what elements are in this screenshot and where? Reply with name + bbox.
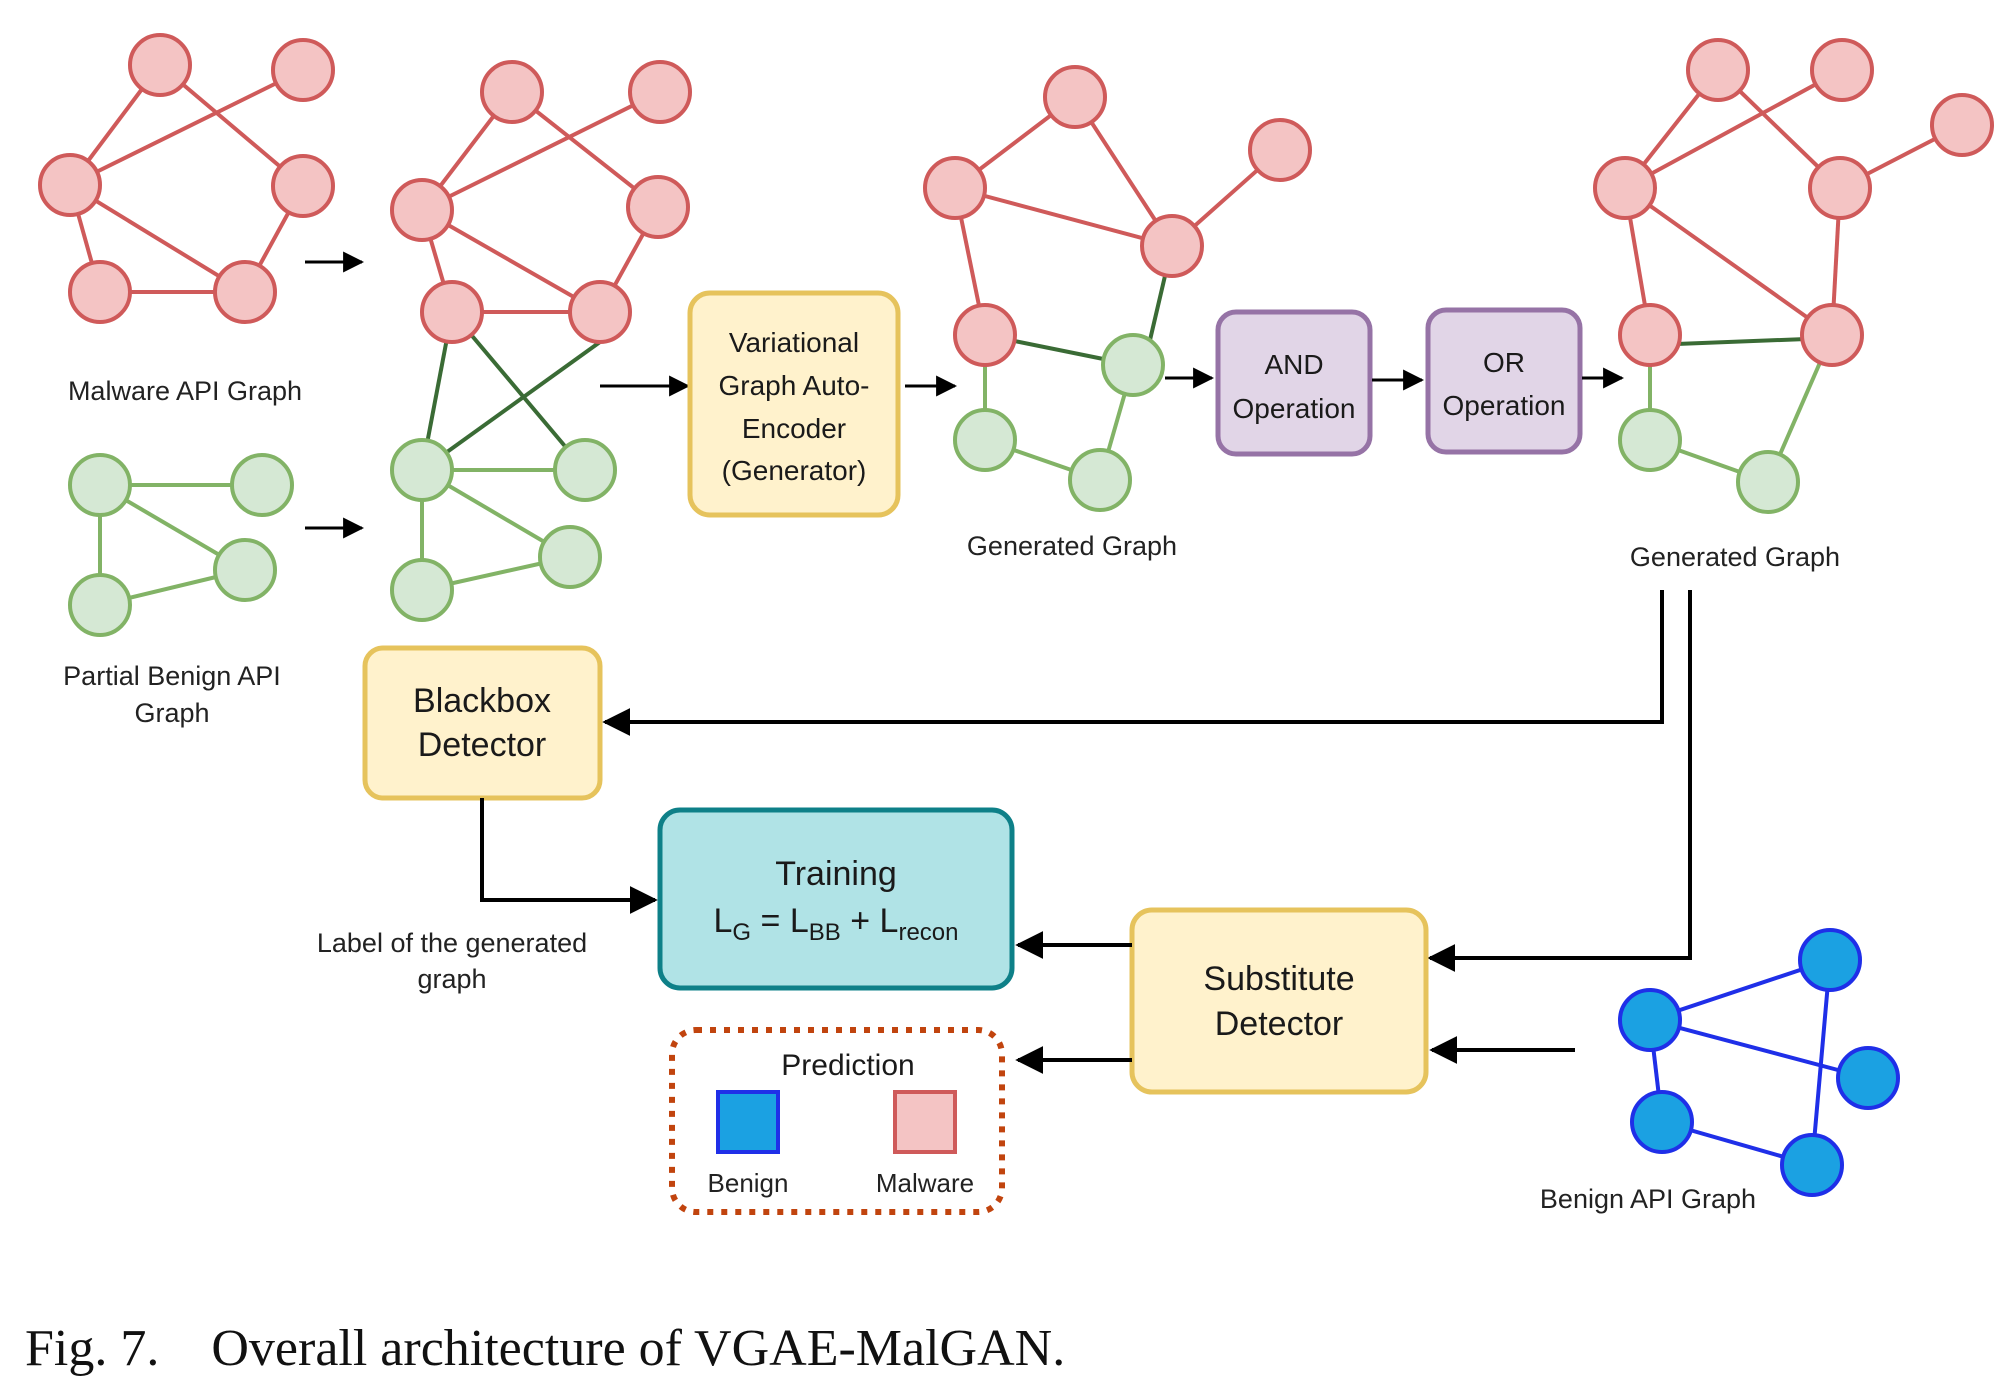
malware-node xyxy=(953,303,1017,367)
malware-legend-label: Malware xyxy=(876,1168,974,1198)
benign-node xyxy=(390,438,454,502)
benign-api-node xyxy=(1618,988,1682,1052)
malware-node xyxy=(1618,303,1682,367)
vgae-generator-box: Variational Graph Auto- Encoder (Generat… xyxy=(687,290,901,518)
benign-api-graph-label: Benign API Graph xyxy=(1540,1184,1756,1214)
malware-node xyxy=(568,280,632,344)
benign-node xyxy=(390,558,454,622)
blackbox-line1: Blackbox xyxy=(413,682,551,720)
combined-graph xyxy=(390,60,692,622)
benign-node xyxy=(1736,450,1800,514)
benign-node xyxy=(953,408,1017,472)
or-line2: Operation xyxy=(1443,390,1566,421)
malware-node xyxy=(1930,93,1994,157)
substitute-line1: Substitute xyxy=(1203,960,1354,998)
malware-node xyxy=(420,280,484,344)
partial-benign-label-line2: Graph xyxy=(134,698,209,728)
label-generated-line1: Label of the generated xyxy=(317,928,587,958)
generated-graph-1 xyxy=(923,65,1312,512)
or-line1: OR xyxy=(1483,347,1525,378)
benign-node xyxy=(1068,448,1132,512)
malware-node xyxy=(923,156,987,220)
generated-graph-label-2: Generated Graph xyxy=(1630,542,1840,572)
partial-benign-label-line1: Partial Benign API xyxy=(63,661,281,691)
and-operation-box: AND Operation xyxy=(1215,309,1373,457)
benign-api-node xyxy=(1836,1046,1900,1110)
malware-node xyxy=(1810,38,1874,102)
malware-node xyxy=(390,178,454,242)
vgae-line2: Graph Auto- xyxy=(719,370,870,401)
vgae-line3: Encoder xyxy=(742,413,846,444)
malware-node xyxy=(1800,303,1864,367)
malware-node xyxy=(1593,156,1657,220)
malware-node xyxy=(626,175,690,239)
benign-node xyxy=(230,453,294,517)
malware-node xyxy=(213,260,277,324)
malware-node xyxy=(1248,118,1312,182)
malware-node xyxy=(68,260,132,324)
malware-swatch xyxy=(893,1090,957,1154)
malware-node xyxy=(480,60,544,124)
arrow-generated-to-substitute xyxy=(1427,590,1692,972)
arrow-generated-to-blackbox xyxy=(602,590,1664,736)
or-operation-box: OR Operation xyxy=(1425,307,1583,455)
benign-node xyxy=(553,438,617,502)
malware-node xyxy=(38,153,102,217)
benign-node xyxy=(538,525,602,589)
training-box: Training LG = LBB + Lrecon xyxy=(657,807,1015,991)
blackbox-line2: Detector xyxy=(418,726,547,764)
malware-node xyxy=(271,38,335,102)
malware-graph-label: Malware API Graph xyxy=(68,376,302,406)
prediction-title: Prediction xyxy=(781,1049,914,1082)
substitute-line2: Detector xyxy=(1215,1005,1344,1043)
generated-graph-label-1: Generated Graph xyxy=(967,531,1177,561)
blackbox-detector-box: Blackbox Detector xyxy=(362,645,603,801)
benign-node xyxy=(68,453,132,517)
arrow-blackbox-to-training xyxy=(480,798,658,914)
benign-api-node xyxy=(1630,1090,1694,1154)
and-line1: AND xyxy=(1264,349,1323,380)
vgae-line4: (Generator) xyxy=(722,455,867,486)
benign-api-node xyxy=(1780,1133,1844,1197)
and-line2: Operation xyxy=(1233,393,1356,424)
generated-graph-2 xyxy=(1593,38,1994,514)
benign-node xyxy=(213,538,277,602)
malware-node xyxy=(1808,156,1872,220)
benign-node xyxy=(1618,408,1682,472)
malware-api-graph xyxy=(68,63,305,294)
benign-api-node xyxy=(1798,928,1862,992)
malware-node xyxy=(1140,214,1204,278)
label-generated-line2: graph xyxy=(417,964,486,994)
prediction-legend: Prediction Benign Malware xyxy=(669,1027,1005,1215)
benign-node xyxy=(1101,333,1165,397)
benign-node xyxy=(68,573,132,637)
training-title: Training xyxy=(775,855,897,893)
benign-legend-label: Benign xyxy=(708,1168,789,1198)
figure-caption: Fig. 7. Overall architecture of VGAE-Mal… xyxy=(25,1320,1065,1377)
vgae-line1: Variational xyxy=(729,327,859,358)
malware-node xyxy=(128,33,192,97)
benign-swatch xyxy=(716,1090,780,1154)
malware-node xyxy=(271,154,335,218)
loss-equation: LG = LBB + Lrecon xyxy=(714,902,959,946)
malware-node xyxy=(1686,38,1750,102)
substitute-detector-box: Substitute Detector xyxy=(1129,907,1429,1095)
benign-api-graph xyxy=(1618,928,1900,1197)
malware-node xyxy=(628,60,692,124)
malware-node xyxy=(1043,65,1107,129)
